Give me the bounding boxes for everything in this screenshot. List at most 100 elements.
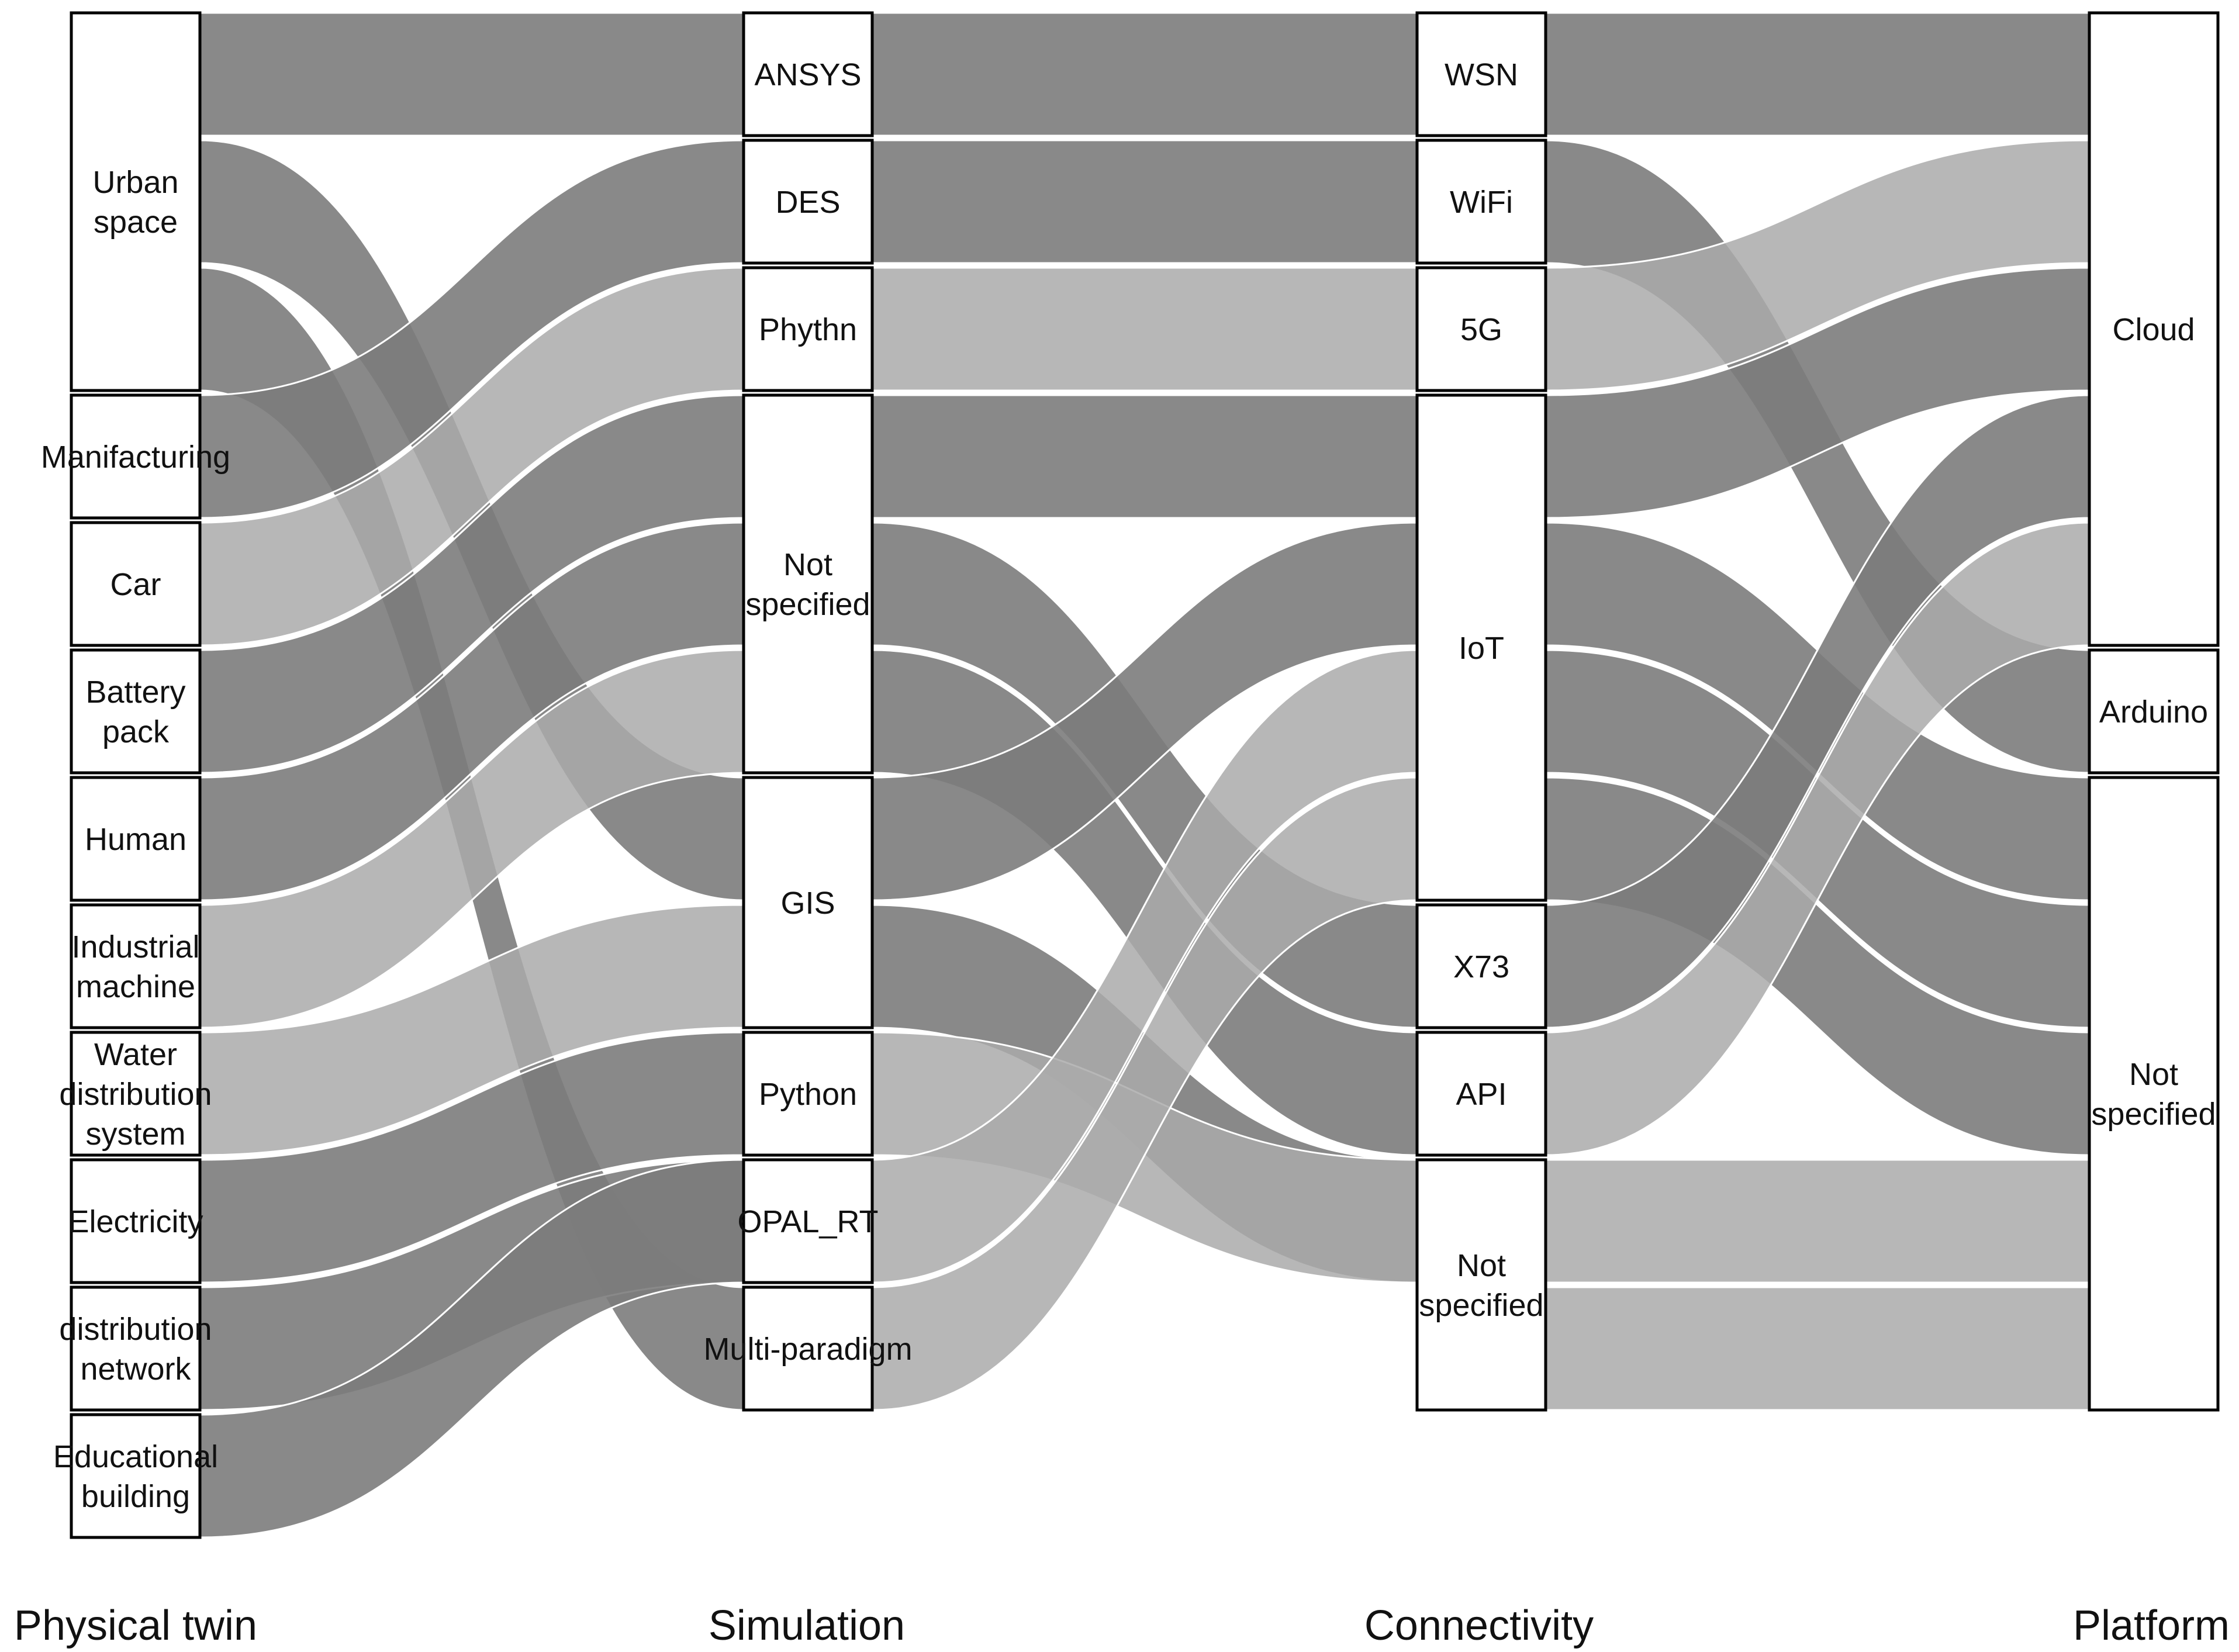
node-box-des — [742, 139, 874, 265]
node-label-gis: GIS — [780, 886, 835, 921]
node-g5: 5G — [1415, 266, 1547, 392]
flow-con_ns-to-plat_ns — [1545, 1286, 2091, 1411]
node-electricity: Electricity — [68, 1158, 203, 1284]
node-educational: Educational building — [53, 1413, 218, 1539]
stage-title-physical: Physical twin — [14, 1602, 257, 1649]
node-box-gis — [742, 776, 874, 1029]
node-label-ansys: ANSYS — [754, 57, 861, 92]
node-box-ansys — [742, 11, 874, 137]
node-label-manufacturing: Manifacturing — [41, 440, 230, 475]
node-label-plat_ns: Not — [2129, 1057, 2178, 1092]
node-phythn: Phythn — [742, 266, 874, 392]
node-box-arduino — [2088, 648, 2220, 775]
node-label-wsn: WSN — [1445, 57, 1518, 92]
node-multi: Multi-paradigm — [703, 1285, 913, 1412]
node-label-educational: building — [81, 1479, 190, 1514]
node-label-urban: space — [94, 205, 178, 240]
node-label-urban: Urban — [92, 165, 178, 200]
node-sim_ns: Not specified — [742, 393, 874, 775]
node-ansys: ANSYS — [742, 11, 874, 137]
node-box-opal — [742, 1158, 874, 1284]
flow-sim_ns-to-iot — [871, 394, 1418, 519]
node-box-plat_ns — [2088, 776, 2220, 1412]
flow-wsn-to-cloud — [1545, 12, 2091, 137]
node-label-car: Car — [110, 567, 161, 602]
flows-layer — [199, 12, 2091, 1539]
node-label-water: Water — [94, 1037, 177, 1072]
node-opal: OPAL_RT — [737, 1158, 879, 1284]
node-label-battery: Battery — [85, 675, 185, 710]
node-label-battery: pack — [102, 714, 170, 749]
node-wifi: WiFi — [1415, 139, 1547, 265]
node-box-con_ns — [1415, 1158, 1547, 1412]
flow-phythn-to-g5 — [871, 267, 1418, 392]
stage-titles: Physical twin Simulation Connectivity Pl… — [14, 1602, 2230, 1649]
node-box-iot — [1415, 393, 1547, 902]
stage-title-platform: Platform — [2073, 1602, 2230, 1649]
node-label-arduino: Arduino — [2099, 694, 2208, 730]
node-wsn: WSN — [1415, 11, 1547, 137]
node-industrial: Industrial machine — [70, 903, 202, 1029]
flow-des-to-wifi — [871, 139, 1418, 264]
flow-con_ns-to-plat_ns — [1545, 1159, 2091, 1284]
node-box-wsn — [1415, 11, 1547, 137]
node-plat_ns: Not specified — [2088, 776, 2220, 1412]
node-box-python — [742, 1031, 874, 1157]
node-box-manufacturing — [70, 393, 202, 520]
node-arduino: Arduino — [2088, 648, 2220, 775]
node-label-x73: X73 — [1453, 949, 1509, 984]
node-label-wifi: WiFi — [1450, 185, 1513, 220]
flow-urban-to-ansys — [199, 12, 745, 137]
node-gis: GIS — [742, 776, 874, 1029]
node-box-car — [70, 521, 202, 647]
node-box-x73 — [1415, 903, 1547, 1029]
node-label-water: distribution — [59, 1077, 212, 1112]
node-label-human: Human — [85, 822, 186, 857]
node-label-sim_ns: Not — [783, 547, 832, 582]
stage-title-simulation: Simulation — [709, 1602, 905, 1649]
node-box-phythn — [742, 266, 874, 392]
node-label-opal: OPAL_RT — [737, 1204, 878, 1239]
node-iot: IoT — [1415, 393, 1547, 902]
node-label-sim_ns: specified — [745, 587, 870, 622]
node-label-con_ns: Not — [1457, 1248, 1506, 1283]
node-box-wifi — [1415, 139, 1547, 265]
node-urban: Urban space — [70, 11, 202, 392]
node-box-urban — [70, 11, 202, 392]
node-label-industrial: machine — [76, 969, 195, 1004]
node-label-educational: Educational — [53, 1439, 218, 1474]
node-label-cloud: Cloud — [2112, 312, 2195, 347]
node-label-python: Python — [759, 1077, 857, 1112]
node-box-human — [70, 776, 202, 902]
node-box-multi — [742, 1285, 874, 1412]
node-api: API — [1415, 1031, 1547, 1157]
node-box-industrial — [70, 903, 202, 1029]
node-battery: Battery pack — [70, 648, 202, 775]
node-label-industrial: Industrial — [71, 929, 199, 965]
node-label-des: DES — [775, 185, 840, 220]
node-label-iot: IoT — [1459, 631, 1504, 666]
node-car: Car — [70, 521, 202, 647]
stage-title-connectivity: Connectivity — [1364, 1602, 1594, 1649]
node-manufacturing: Manifacturing — [41, 393, 230, 520]
node-box-cloud — [2088, 11, 2220, 647]
node-x73: X73 — [1415, 903, 1547, 1029]
node-label-distribution: distribution — [59, 1312, 212, 1347]
node-box-battery — [70, 648, 202, 775]
node-label-multi: Multi-paradigm — [703, 1332, 912, 1367]
node-box-water — [70, 1031, 202, 1157]
node-box-sim_ns — [742, 393, 874, 775]
node-label-water: system — [85, 1117, 185, 1152]
node-cloud: Cloud — [2088, 11, 2220, 647]
node-label-phythn: Phythn — [759, 312, 857, 347]
node-water: Water distribution system — [59, 1031, 212, 1157]
node-box-educational — [70, 1413, 202, 1539]
node-des: DES — [742, 139, 874, 265]
node-box-distribution — [70, 1285, 202, 1412]
node-label-con_ns: specified — [1419, 1288, 1543, 1323]
node-label-electricity: Electricity — [68, 1204, 203, 1239]
node-label-plat_ns: specified — [2091, 1097, 2216, 1132]
